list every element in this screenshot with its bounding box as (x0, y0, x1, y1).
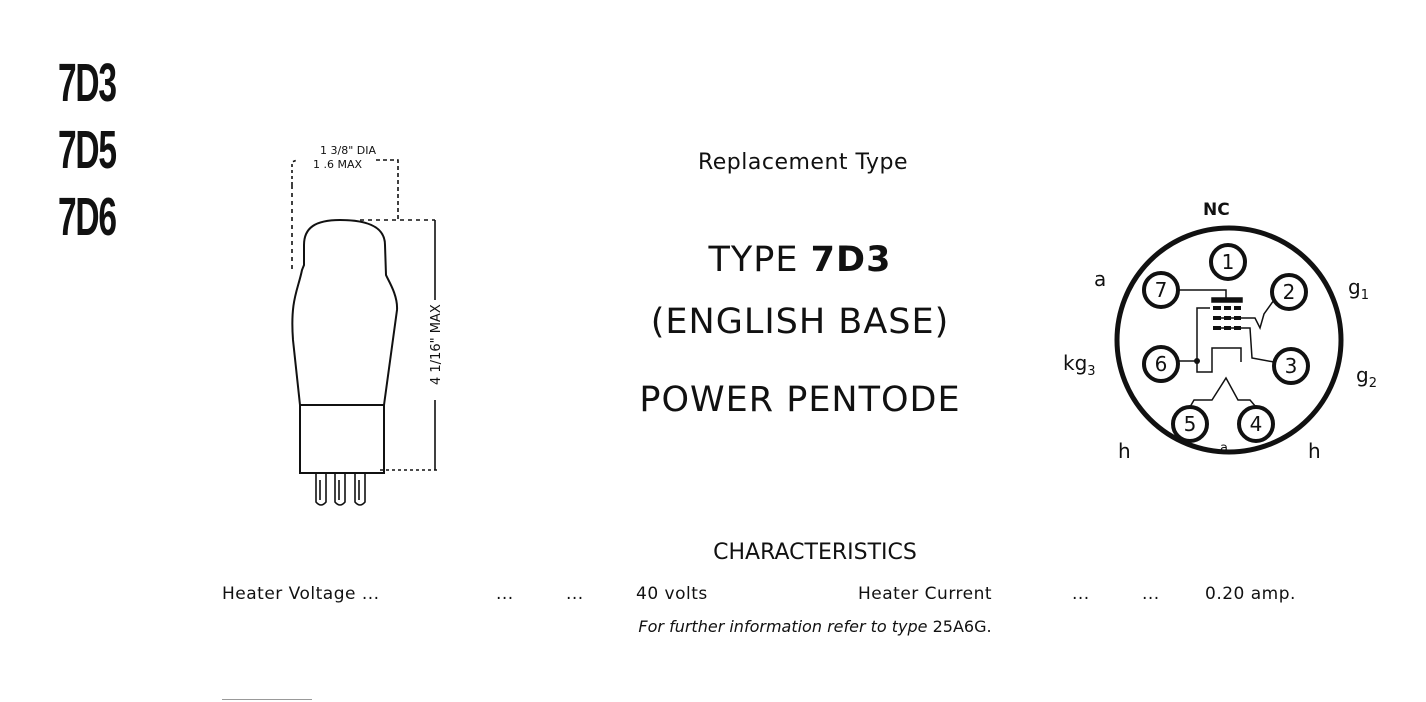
replacement-type-text: Replacement Type (697, 150, 909, 175)
pin-1: 1 (1222, 250, 1235, 274)
note-reference: 25A6G. (932, 617, 992, 636)
tube-outline-drawing: 1 3/8" DIA 1 .6 MAX 4 1/16" MAX (291, 144, 444, 506)
kg3-label: kg3 (1063, 351, 1096, 379)
type-code: 7D3 (810, 240, 892, 280)
key-label: a (1220, 441, 1228, 456)
pin-5: 5 (1184, 412, 1197, 436)
dots: ... (496, 584, 514, 604)
nc-label: NC (1203, 200, 1230, 220)
dots: ... (1142, 584, 1160, 604)
heater-current-label: Heater Current (858, 584, 993, 604)
type-label-7d3: 7D3 (58, 53, 117, 113)
g2-label: g2 (1356, 363, 1377, 391)
height-text: 4 1/16" MAX (429, 304, 444, 385)
anode-label: a (1094, 267, 1106, 291)
dots: ... (1072, 584, 1090, 604)
characteristics-title: CHARACTERISTICS (713, 540, 917, 565)
pin-6: 6 (1155, 352, 1168, 376)
heater-left-label: h (1118, 439, 1131, 463)
note-prefix: For further information refer to type (638, 617, 928, 636)
base-heading: (ENGLISH BASE) (650, 302, 950, 342)
heater-voltage-value: 40 volts (636, 584, 708, 604)
type-prefix: TYPE (708, 240, 799, 280)
diameter-bottom-text: 1 .6 MAX (313, 158, 363, 171)
pin-4: 4 (1250, 412, 1263, 436)
pin-2: 2 (1283, 280, 1296, 304)
diameter-top-text: 1 3/8" DIA (320, 144, 376, 157)
heater-voltage-label: Heater Voltage ... (222, 584, 380, 604)
heater-current-value: 0.20 amp. (1205, 584, 1296, 604)
kind-heading: POWER PENTODE (639, 380, 961, 420)
pin-3: 3 (1285, 354, 1298, 378)
base-pin-diagram: NC 1 2 3 4 5 6 7 a g1 kg3 g2 h h a (1063, 200, 1377, 463)
dots: ... (566, 584, 584, 604)
type-heading: TYPE 7D3 (560, 240, 1040, 280)
type-label-7d6: 7D6 (58, 187, 117, 247)
heater-right-label: h (1308, 439, 1321, 463)
type-label-7d5: 7D5 (58, 120, 117, 180)
pin-7: 7 (1155, 278, 1168, 302)
further-info-note: For further information refer to type 25… (515, 617, 1115, 636)
divider (222, 699, 312, 700)
g1-label: g1 (1348, 275, 1369, 303)
